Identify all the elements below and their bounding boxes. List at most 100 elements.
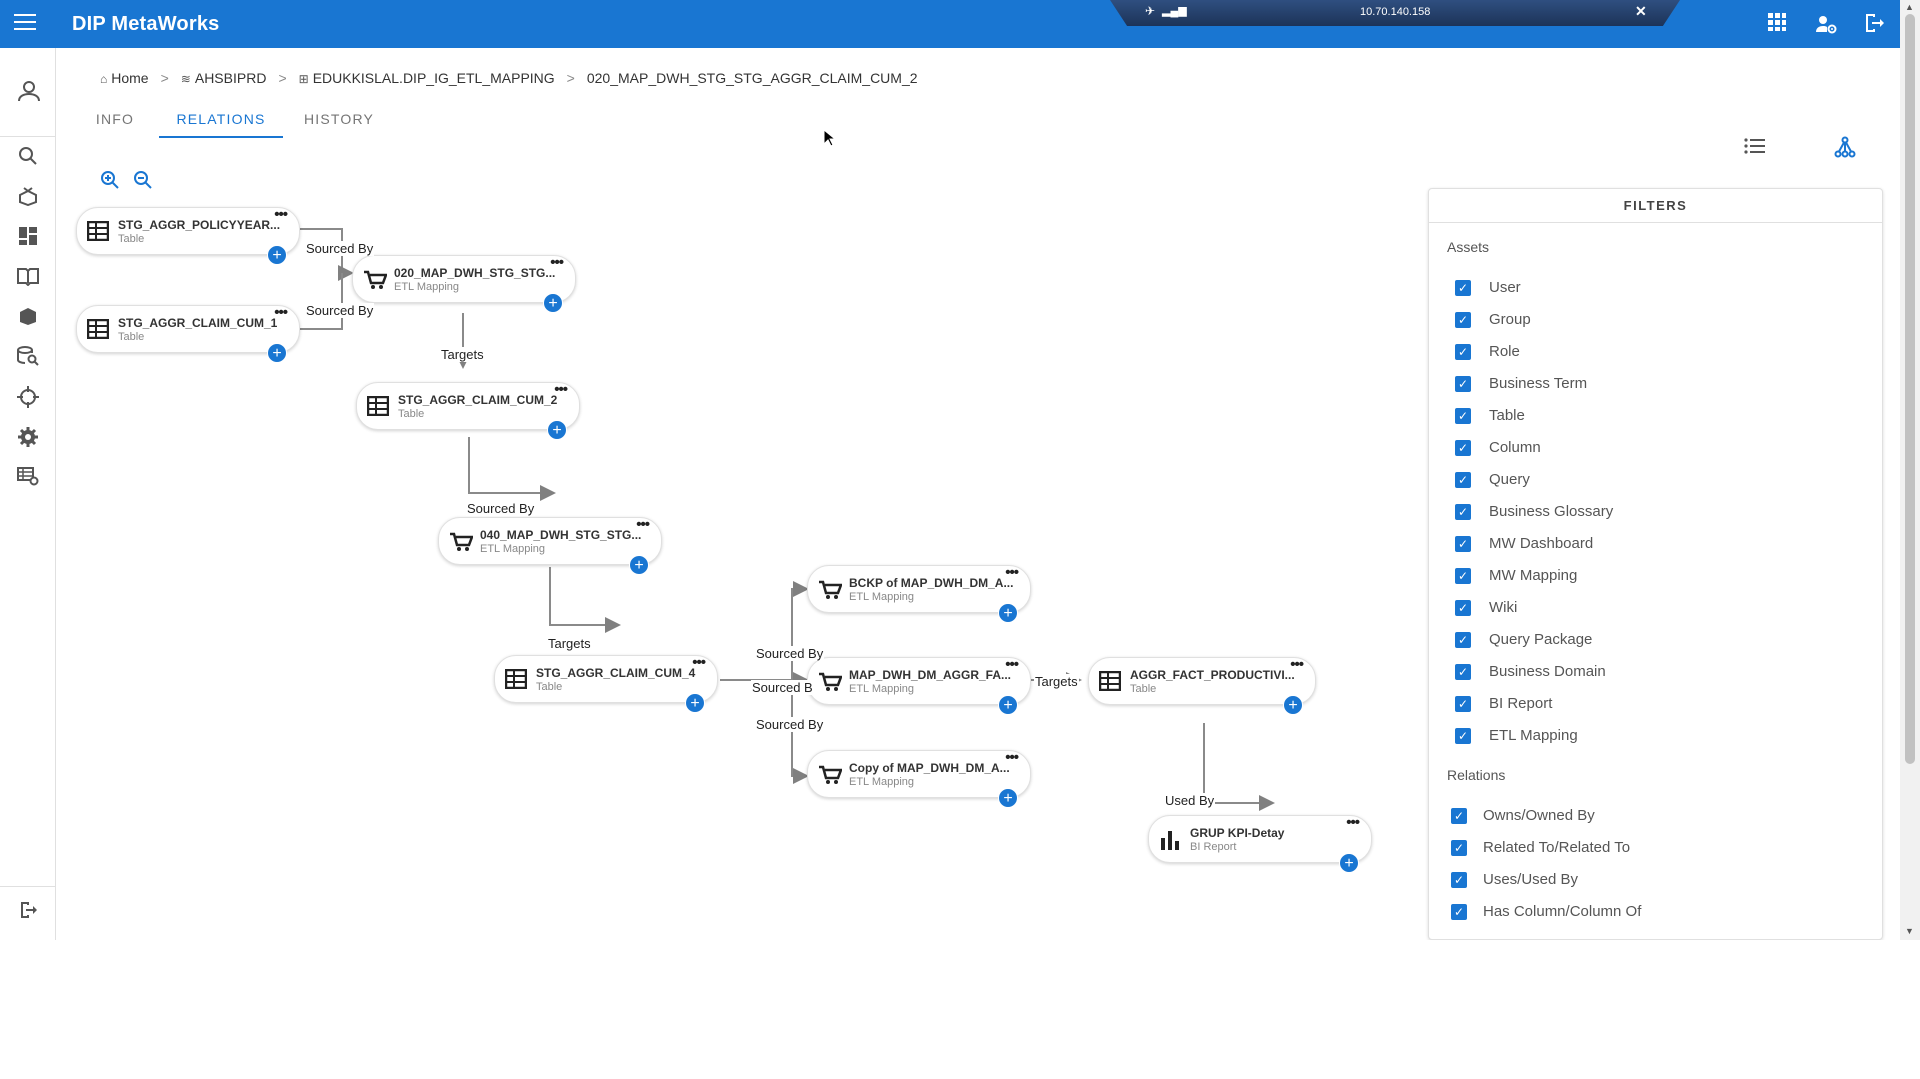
apps-grid-icon[interactable] [1765, 12, 1789, 36]
zoom-in-icon[interactable] [99, 170, 121, 192]
checkbox-checked-icon[interactable]: ✓ [1455, 600, 1471, 617]
more-icon[interactable]: ••• [550, 254, 564, 271]
graph-node[interactable]: Copy of MAP_DWH_DM_A... ETL Mapping ••• … [807, 749, 1031, 808]
checkbox-checked-icon[interactable]: ✓ [1455, 664, 1471, 681]
checkbox-checked-icon[interactable]: ✓ [1455, 376, 1471, 393]
more-icon[interactable]: ••• [1290, 656, 1304, 673]
filter-relation-uses[interactable]: ✓Uses/Used By [1451, 871, 1578, 891]
expand-icon[interactable]: + [1339, 853, 1359, 873]
scrollbar-thumb[interactable] [1905, 14, 1915, 764]
graph-node[interactable]: MAP_DWH_DM_AGGR_FA... ETL Mapping ••• + [807, 656, 1031, 715]
search-icon[interactable] [16, 146, 40, 170]
graph-node[interactable]: 020_MAP_DWH_STG_STG... ETL Mapping ••• + [352, 254, 576, 313]
settings-icon[interactable] [16, 426, 40, 450]
expand-icon[interactable]: + [547, 420, 567, 440]
more-icon[interactable]: ••• [1005, 656, 1019, 673]
data-search-icon[interactable] [16, 346, 40, 370]
checkbox-checked-icon[interactable]: ✓ [1455, 728, 1471, 745]
tab-relations[interactable]: RELATIONS [159, 104, 283, 138]
expand-icon[interactable]: + [998, 695, 1018, 715]
graph-node[interactable]: AGGR_FACT_PRODUCTIVI... Table ••• + [1088, 656, 1316, 715]
remote-close-icon[interactable]: ✕ [1635, 3, 1647, 19]
pin-icon[interactable]: ✈ [1145, 4, 1156, 18]
filter-asset-mw-dashboard[interactable]: ✓MW Dashboard [1455, 535, 1593, 555]
graph-node[interactable]: GRUP KPI-Detay BI Report ••• + [1148, 814, 1372, 873]
more-icon[interactable]: ••• [636, 516, 650, 533]
expand-icon[interactable]: + [685, 693, 705, 713]
more-icon[interactable]: ••• [1005, 564, 1019, 581]
more-icon[interactable]: ••• [692, 654, 706, 671]
breadcrumb-database[interactable]: ≋AHSBIPRD [180, 70, 267, 86]
filter-asset-query-package[interactable]: ✓Query Package [1455, 631, 1592, 651]
filter-asset-user[interactable]: ✓User [1455, 279, 1521, 299]
checkbox-checked-icon[interactable]: ✓ [1451, 840, 1467, 857]
expand-icon[interactable]: + [267, 343, 287, 363]
expand-icon[interactable]: + [998, 788, 1018, 808]
checkbox-checked-icon[interactable]: ✓ [1455, 280, 1471, 297]
checkbox-checked-icon[interactable]: ✓ [1455, 312, 1471, 329]
more-icon[interactable]: ••• [1005, 749, 1019, 766]
library-icon[interactable] [16, 306, 40, 330]
graph-node[interactable]: STG_AGGR_POLICYYEAR... Table ••• + [76, 206, 300, 265]
checkbox-checked-icon[interactable]: ✓ [1455, 472, 1471, 489]
filter-asset-business-domain[interactable]: ✓Business Domain [1455, 663, 1606, 683]
checkbox-checked-icon[interactable]: ✓ [1455, 696, 1471, 713]
checkbox-checked-icon[interactable]: ✓ [1455, 408, 1471, 425]
graph-node[interactable]: STG_AGGR_CLAIM_CUM_2 Table ••• + [356, 381, 580, 440]
zoom-out-icon[interactable] [132, 170, 154, 192]
glossary-icon[interactable] [16, 266, 40, 290]
checkbox-checked-icon[interactable]: ✓ [1455, 504, 1471, 521]
expand-icon[interactable]: + [998, 603, 1018, 623]
menu-icon[interactable] [14, 14, 36, 34]
graph-node[interactable]: 040_MAP_DWH_STG_STG... ETL Mapping ••• + [438, 516, 662, 575]
filter-asset-role[interactable]: ✓Role [1455, 343, 1520, 363]
catalog-icon[interactable] [16, 186, 40, 210]
filter-asset-mw-mapping[interactable]: ✓MW Mapping [1455, 567, 1577, 587]
expand-icon[interactable]: + [543, 293, 563, 313]
graph-node[interactable]: STG_AGGR_CLAIM_CUM_4 Table ••• + [494, 654, 718, 713]
expand-icon[interactable]: + [1283, 695, 1303, 715]
filter-asset-column[interactable]: ✓Column [1455, 439, 1541, 459]
graph-node[interactable]: BCKP of MAP_DWH_DM_A... ETL Mapping ••• … [807, 564, 1031, 623]
more-icon[interactable]: ••• [274, 206, 288, 223]
filter-relation-owns[interactable]: ✓Owns/Owned By [1451, 807, 1595, 827]
expand-icon[interactable]: + [267, 245, 287, 265]
rail-logout-icon[interactable] [16, 900, 40, 924]
tab-info[interactable]: INFO [95, 111, 135, 127]
more-icon[interactable]: ••• [274, 304, 288, 321]
admin-settings-icon[interactable] [1814, 12, 1838, 36]
checkbox-checked-icon[interactable]: ✓ [1451, 904, 1467, 921]
checkbox-checked-icon[interactable]: ✓ [1455, 440, 1471, 457]
scroll-up-icon[interactable]: ▲ [1905, 2, 1914, 12]
checkbox-checked-icon[interactable]: ✓ [1451, 872, 1467, 889]
dashboard-icon[interactable] [16, 226, 40, 250]
filter-asset-wiki[interactable]: ✓Wiki [1455, 599, 1517, 619]
breadcrumb-table[interactable]: ⊞EDUKKISLAL.DIP_IG_ETL_MAPPING [298, 70, 555, 86]
logout-icon[interactable] [1862, 12, 1886, 36]
filter-asset-bi-report[interactable]: ✓BI Report [1455, 695, 1552, 715]
filter-asset-business-term[interactable]: ✓Business Term [1455, 375, 1587, 395]
filter-relation-has-column[interactable]: ✓Has Column/Column Of [1451, 903, 1641, 923]
lineage-icon[interactable] [16, 386, 40, 410]
list-view-icon[interactable] [1742, 136, 1768, 162]
checkbox-checked-icon[interactable]: ✓ [1455, 344, 1471, 361]
checkbox-checked-icon[interactable]: ✓ [1455, 536, 1471, 553]
checkbox-checked-icon[interactable]: ✓ [1455, 632, 1471, 649]
graph-view-icon[interactable] [1832, 136, 1858, 162]
checkbox-checked-icon[interactable]: ✓ [1455, 568, 1471, 585]
filter-asset-query[interactable]: ✓Query [1455, 471, 1530, 491]
checkbox-checked-icon[interactable]: ✓ [1451, 808, 1467, 825]
more-icon[interactable]: ••• [1346, 814, 1360, 831]
breadcrumb-home[interactable]: ⌂Home [100, 70, 149, 86]
filter-asset-group[interactable]: ✓Group [1455, 311, 1531, 331]
graph-node[interactable]: STG_AGGR_CLAIM_CUM_1 Table ••• + [76, 304, 300, 363]
scroll-down-icon[interactable]: ▼ [1905, 926, 1914, 936]
table-settings-icon[interactable] [16, 466, 40, 490]
filter-asset-table[interactable]: ✓Table [1455, 407, 1525, 427]
filter-asset-etl-mapping[interactable]: ✓ETL Mapping [1455, 727, 1578, 747]
filter-asset-business-glossary[interactable]: ✓Business Glossary [1455, 503, 1613, 523]
more-icon[interactable]: ••• [554, 381, 568, 398]
expand-icon[interactable]: + [629, 555, 649, 575]
tab-history[interactable]: HISTORY [303, 111, 375, 127]
vertical-scrollbar[interactable]: ▲ ▼ [1900, 0, 1920, 940]
